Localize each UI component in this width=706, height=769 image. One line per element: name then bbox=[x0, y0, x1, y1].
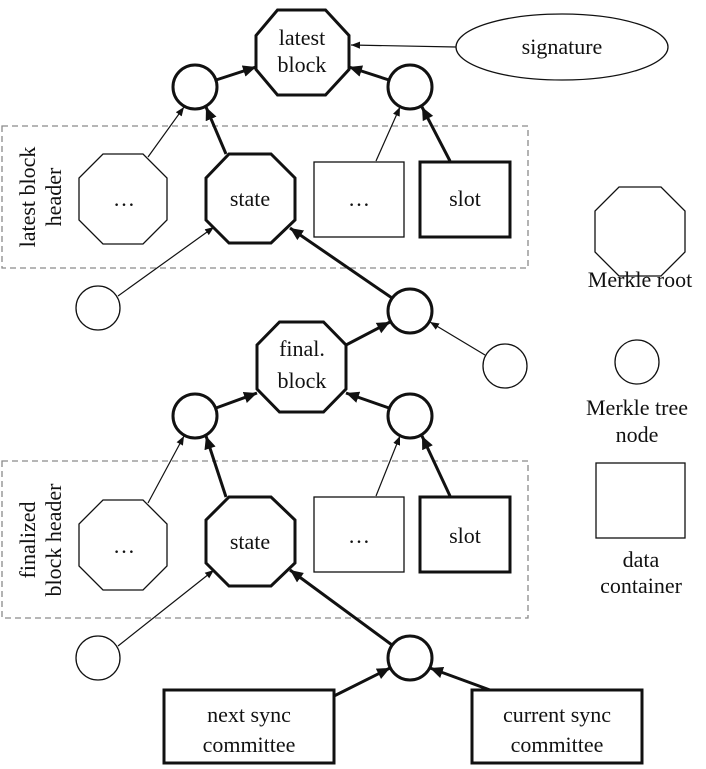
ellipsis-label: … bbox=[113, 186, 135, 211]
legend-data-container-label-line1: data bbox=[623, 547, 660, 572]
state-root bbox=[204, 495, 297, 588]
edge-node-to-node bbox=[429, 321, 486, 356]
latest-block-header-label-line1: latest block bbox=[15, 147, 40, 248]
edge-state-to-node bbox=[204, 106, 228, 155]
finalized-block-root bbox=[255, 320, 348, 414]
edge-node-to-latest-block bbox=[215, 65, 257, 82]
data-container-ellipsis bbox=[313, 161, 405, 238]
finalized-block-header-label-line2: block header bbox=[41, 483, 66, 597]
latest-block-root bbox=[254, 8, 351, 97]
legend-data-container-icon bbox=[595, 462, 686, 539]
current-sync-committee-container bbox=[470, 688, 644, 765]
merkle-tree-node bbox=[386, 392, 434, 440]
edge-node-to-finalized-block bbox=[345, 391, 390, 410]
latest-block-label-line1: latest bbox=[279, 25, 325, 50]
merkle-root-ellipsis bbox=[78, 499, 168, 591]
slot-label: slot bbox=[449, 523, 481, 548]
current-sync-committee-label-line2: committee bbox=[511, 732, 604, 757]
ellipsis-label: … bbox=[113, 533, 135, 558]
edge-node-to-state bbox=[289, 568, 393, 647]
current-sync-committee-label-line1: current sync bbox=[503, 702, 611, 727]
next-sync-committee-label-line2: committee bbox=[203, 732, 296, 757]
legend-tree-node-label-line2: node bbox=[616, 422, 659, 447]
edge-state-to-node bbox=[204, 435, 228, 498]
latest-block-header-label-line2: header bbox=[41, 167, 66, 226]
signature-label: signature bbox=[522, 34, 603, 59]
finalized-block-header-group bbox=[1, 460, 529, 619]
edge-node-to-finalized-block bbox=[215, 391, 258, 410]
state-label: state bbox=[230, 529, 270, 554]
finalized-block-label-line1: final. bbox=[279, 336, 325, 361]
latest-block-header-group bbox=[1, 125, 529, 269]
edge-current-sync-to-node bbox=[429, 666, 491, 692]
state-root bbox=[204, 152, 297, 245]
edge-slot-to-node bbox=[420, 435, 452, 497]
merkle-tree-node bbox=[171, 392, 219, 440]
edge-next-sync-to-node bbox=[333, 666, 391, 698]
next-sync-committee-label-line1: next sync bbox=[207, 702, 291, 727]
edge-node-to-state bbox=[289, 226, 393, 300]
merkle-tree-node bbox=[75, 285, 121, 331]
edge-node-to-latest-block bbox=[348, 65, 390, 82]
legend-merkle-tree-node-icon bbox=[614, 339, 660, 385]
slot-container bbox=[418, 495, 512, 574]
legend-tree-node-label-line1: Merkle tree bbox=[586, 395, 688, 420]
slot-container bbox=[418, 160, 512, 239]
data-container-ellipsis bbox=[313, 496, 405, 573]
legend-merkle-root-label: Merkle root bbox=[588, 267, 692, 292]
legend-merkle-root-icon bbox=[594, 186, 686, 277]
merkle-tree-node bbox=[75, 635, 121, 681]
edge-ellipsis-to-node bbox=[147, 106, 185, 158]
edge-ellipsis-to-node bbox=[147, 435, 185, 504]
latest-block-label-line2: block bbox=[278, 52, 327, 77]
edge-node-to-state bbox=[117, 569, 215, 647]
finalized-block-header-label-line1: finalized bbox=[15, 502, 40, 579]
finalized-block-label-line2: block bbox=[278, 368, 327, 393]
edge-finalized-block-to-node bbox=[345, 320, 391, 347]
next-sync-committee-container bbox=[162, 688, 336, 765]
edge-slot-to-node bbox=[420, 106, 452, 162]
ellipsis-label: … bbox=[348, 523, 370, 548]
edge-ellipsis-box-to-node bbox=[375, 106, 401, 162]
merkle-tree-node bbox=[386, 287, 434, 335]
ellipsis-label: … bbox=[348, 186, 370, 211]
merkle-root-ellipsis bbox=[78, 153, 168, 245]
edge-ellipsis-box-to-node bbox=[375, 435, 401, 497]
merkle-tree-node bbox=[386, 634, 434, 682]
slot-label: slot bbox=[449, 186, 481, 211]
merkle-tree-node bbox=[482, 343, 528, 389]
legend-data-container-label-line2: container bbox=[600, 573, 683, 598]
state-label: state bbox=[230, 186, 270, 211]
merkle-tree-node bbox=[171, 63, 219, 111]
edge-signature-to-latest-block bbox=[350, 41, 457, 49]
merkle-tree-node bbox=[386, 63, 434, 111]
edge-node-to-state bbox=[117, 226, 215, 297]
